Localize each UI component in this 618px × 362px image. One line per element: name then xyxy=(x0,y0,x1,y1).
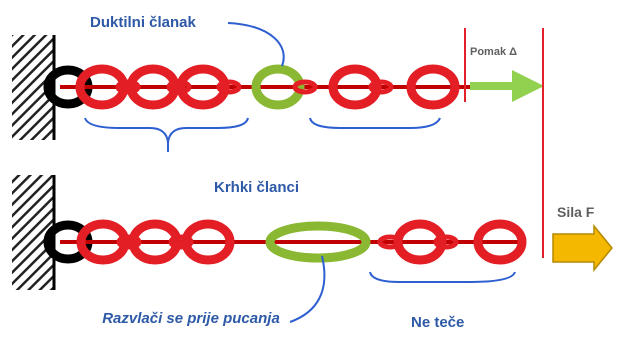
stretch-label: Razvlači se prije pucanja xyxy=(102,310,280,327)
bottom-brittle-link-3 xyxy=(181,219,235,265)
top-ductile-link xyxy=(251,64,305,110)
top-brittle-link-4 xyxy=(328,64,382,110)
top-connector-4 xyxy=(292,79,318,95)
no-yield-label: Ne teče xyxy=(411,314,465,331)
top-right-bracket xyxy=(309,117,441,129)
top-connector-3 xyxy=(216,79,242,95)
displacement-label: Pomak Δ xyxy=(470,46,518,58)
top-brittle-link-2 xyxy=(126,64,180,110)
bottom-connector-2 xyxy=(168,234,194,250)
ductile-link-pointer xyxy=(227,22,285,67)
force-label: Sila F xyxy=(557,204,595,220)
brittle-links-label: Krhki članci xyxy=(214,179,300,196)
bottom-bracket xyxy=(369,271,516,283)
top-connector-5 xyxy=(368,79,394,95)
top-left-bracket xyxy=(84,117,249,143)
stretch-pointer xyxy=(289,255,326,323)
ductile-link-label: Duktilni članak xyxy=(90,14,196,31)
bottom-ductile-link-stretched xyxy=(265,221,371,263)
bottom-connector-1 xyxy=(116,234,142,250)
bottom-brittle-link-1 xyxy=(76,219,130,265)
bottom-brittle-link-4 xyxy=(393,219,447,265)
bottom-connector-4 xyxy=(433,234,459,250)
top-chain xyxy=(12,22,544,152)
bottom-chain xyxy=(12,175,613,323)
force-arrow xyxy=(552,223,613,273)
top-brittle-link-3 xyxy=(176,64,230,110)
top-brittle-link-5 xyxy=(406,64,460,110)
bottom-brittle-link-2 xyxy=(128,219,182,265)
top-brittle-link-1 xyxy=(75,64,129,110)
bottom-brittle-link-5 xyxy=(473,219,527,265)
